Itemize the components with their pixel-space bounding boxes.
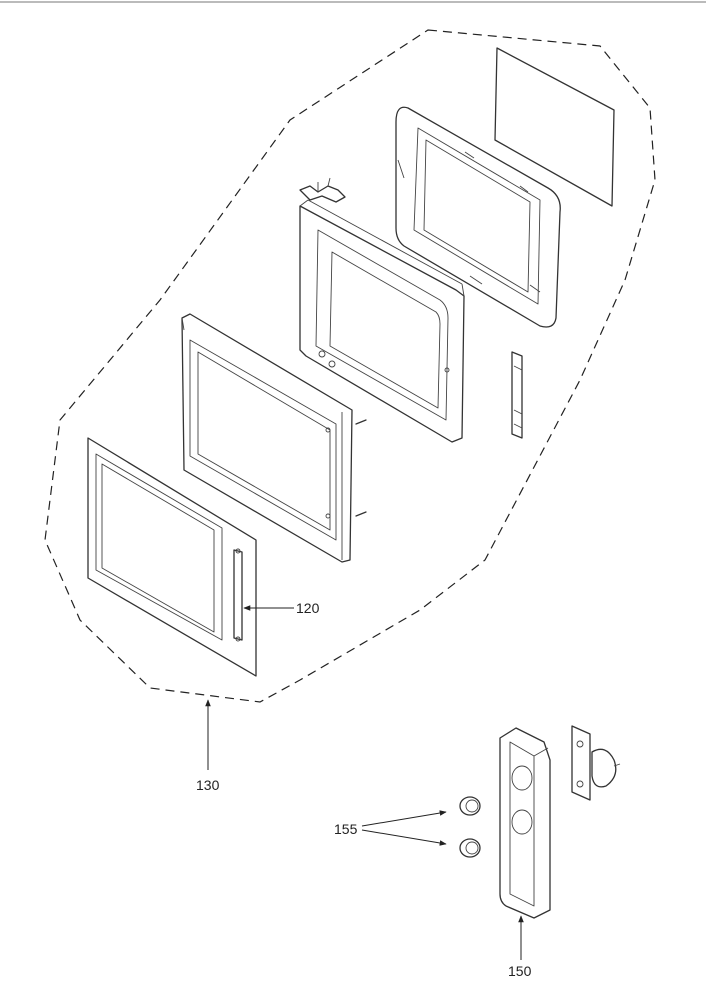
rear-choke-frame	[395, 106, 561, 328]
switch-bracket	[571, 725, 621, 801]
latch-bracket	[299, 177, 346, 203]
latch-strip	[511, 351, 523, 439]
callout-155: 155	[334, 821, 358, 837]
door-handle	[233, 548, 243, 642]
control-knobs	[459, 796, 481, 858]
door-assembly-outline	[44, 29, 656, 703]
outer-door-panel	[87, 437, 257, 677]
callout-120: 120	[296, 600, 320, 616]
control-panel	[499, 727, 551, 919]
glass-panel	[494, 47, 615, 207]
screws	[355, 419, 367, 517]
callout-130: 130	[196, 777, 220, 793]
callout-150: 150	[508, 963, 532, 979]
front-door-frame	[181, 313, 353, 563]
leader-lines	[205, 605, 524, 960]
inner-door-frame	[299, 199, 465, 443]
